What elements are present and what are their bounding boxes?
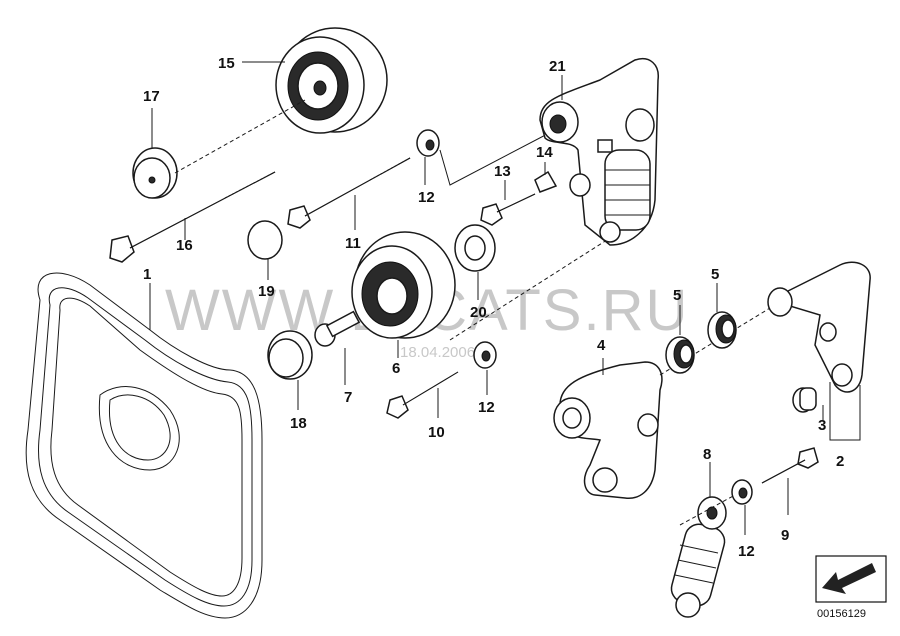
- dust-cap-18: [267, 330, 313, 380]
- tensioner-body-4: [553, 361, 663, 499]
- washer-12-lower: [731, 479, 753, 505]
- needle-bearing-5a: [665, 336, 695, 374]
- arrow-down-left-icon: [815, 555, 887, 603]
- hex-bolt-13: [480, 193, 536, 226]
- callout-15: 15: [218, 55, 235, 72]
- callout-7: 7: [344, 389, 352, 406]
- deflection-pulley-6: [351, 231, 456, 339]
- spacer-bolt-7: [314, 310, 361, 347]
- ribbed-belt: [25, 272, 263, 619]
- callout-4: 4: [597, 337, 606, 354]
- callout-18: 18: [290, 415, 307, 432]
- callout-12-middle: 12: [478, 399, 495, 416]
- dust-cap-19: [247, 220, 283, 260]
- tensioner-bracket-2: [767, 261, 871, 393]
- callout-14: 14: [536, 144, 553, 161]
- callout-16: 16: [176, 237, 193, 254]
- callout-6: 6: [392, 360, 400, 377]
- callout-11: 11: [345, 235, 361, 252]
- washer-12-upper: [416, 129, 440, 157]
- callout-20: 20: [470, 304, 487, 321]
- axis-line-8: [679, 494, 736, 526]
- callout-5a: 5: [673, 287, 681, 304]
- deflection-pulley-upper: [275, 27, 388, 134]
- watermark-date: 18.04.2006: [400, 344, 475, 361]
- leader-2: [829, 382, 861, 441]
- callout-1: 1: [143, 266, 151, 283]
- hex-bolt-10: [386, 371, 459, 419]
- callout-10: 10: [428, 424, 445, 441]
- document-id: 00156129: [817, 608, 866, 620]
- callout-8: 8: [703, 446, 711, 463]
- callout-5b: 5: [711, 266, 719, 283]
- callout-12-lower: 12: [738, 543, 755, 560]
- clip-14: [534, 170, 558, 193]
- belt-tensioner-21: [539, 58, 659, 246]
- hydraulic-damper-8: [670, 496, 727, 618]
- axis-line-15-17: [174, 99, 306, 174]
- callout-19: 19: [258, 283, 275, 300]
- axis-line-6-21: [449, 237, 611, 341]
- leader-12-to-21: [439, 129, 556, 186]
- callout-12-upper: 12: [418, 189, 435, 206]
- callout-2: 2: [836, 453, 844, 470]
- needle-bearing-5b: [707, 311, 737, 349]
- washer-12-middle: [473, 341, 497, 369]
- bush-3: [792, 387, 817, 413]
- dust-cap-17: [132, 147, 178, 199]
- callout-17: 17: [143, 88, 160, 105]
- hex-bolt-16: [109, 171, 276, 263]
- callout-9: 9: [781, 527, 789, 544]
- callout-21: 21: [549, 58, 566, 75]
- hex-bolt-9: [761, 447, 819, 484]
- callout-13: 13: [494, 163, 511, 180]
- hex-bolt-11: [287, 157, 411, 229]
- callout-3: 3: [818, 417, 826, 434]
- washer-20: [454, 224, 496, 272]
